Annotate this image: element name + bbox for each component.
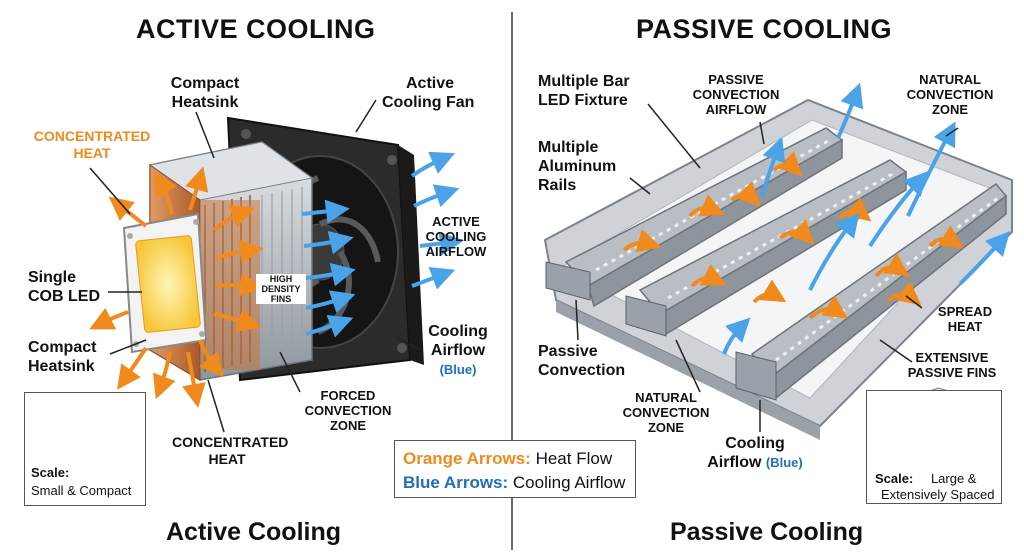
legend-orange-row: Orange Arrows: Heat Flow [403,449,612,469]
scale-value: Large & [930,471,977,486]
passive-fins [545,261,777,401]
label-line: Convection [538,362,626,379]
label-single-cob-led: Single COB LED [28,268,100,306]
label-line: Airflow [707,454,762,471]
label-line: Cooling [428,323,488,340]
label-extensive-passive-fins: EXTENSIVE PASSIVE FINS [900,350,1004,380]
label-line: CONCENTRATED [33,128,151,144]
label-line: AIRFLOW [425,244,487,259]
label-active-cooling-airflow: ACTIVE COOLING AIRFLOW [416,214,496,259]
passive-cooling-footer: Passive Cooling [670,518,864,546]
legend-blue-key: Blue Arrows: [403,473,509,492]
scale-value: Extensively Spaced [881,487,995,502]
label-multiple-aluminum-rails: Multiple Aluminum Rails [538,138,616,195]
label-line: Multiple [538,139,599,156]
active-cooling-footer: Active Cooling [166,518,342,546]
label-line: Cooling Fan [382,94,475,111]
label-cooling-airflow-right: Cooling Airflow (Blue) [700,434,810,472]
label-passive-convection: Passive Convection [538,342,625,380]
legend-orange-value: Heat Flow [535,449,613,468]
scale-label: Scale: [875,471,914,486]
scale-box-left: Scale: Small & Compact [24,392,146,506]
label-line: Heatsink [171,94,239,111]
label-line: PASSIVE FINS [907,365,997,380]
label-line: HEAT [208,451,246,467]
label-line: COOLING [425,229,487,244]
label-line: ZONE [931,102,969,117]
label-line: COB LED [28,288,100,305]
cooling-airflow-arrows-left [301,151,464,338]
legend-blue-row: Blue Arrows: Cooling Airflow [403,473,625,493]
scale-value: Small & Compact [31,483,132,498]
label-line: CONCENTRATED [172,434,289,450]
label-concentrated-heat-low: CONCENTRATED HEAT [172,434,289,468]
label-line: HEAT [73,145,111,161]
label-natural-convection-zone-top: NATURAL CONVECTION ZONE [900,72,1000,117]
label-high-density-fins: HIGH DENSITY FINS [256,274,306,304]
label-line: PASSIVE [708,72,764,87]
label-line: Airflow [430,342,486,359]
label-line: Compact [170,75,240,92]
label-line: CONVECTION [692,87,780,102]
label-line: Heatsink [28,358,95,375]
label-concentrated-heat-top: CONCENTRATED HEAT [22,128,162,162]
label-line: Single [28,269,77,286]
label-line: LED Fixture [538,92,628,109]
label-line: Passive [538,343,598,360]
label-line: EXTENSIVE [915,350,989,365]
leader-lines-right [575,103,959,432]
label-multiple-bar-fixture: Multiple Bar LED Fixture [538,72,630,110]
label-line: Compact [28,339,97,356]
label-line: SPREAD [937,304,993,319]
label-active-cooling-fan: Active Cooling Fan [382,74,474,112]
label-cooling-airflow-left: Cooling Airflow (Blue) [420,322,496,379]
label-spread-heat: SPREAD HEAT [930,304,1000,334]
label-line: CONVECTION [622,405,710,420]
label-line: HEAT [947,319,983,334]
label-line: CONVECTION [906,87,994,102]
label-line: DENSITY [261,284,301,294]
label-line: Active [406,75,455,92]
label-line: Aluminum [538,158,617,175]
label-forced-convection-zone: FORCED CONVECTION ZONE [300,388,396,433]
cooling-airflow-arrows-right [722,82,1011,355]
label-line: ZONE [647,420,685,435]
label-compact-heatsink-top: Compact Heatsink [150,74,260,112]
label-line: NATURAL [919,72,981,87]
scale-box-right: Scale: Large & Extensively Spaced [866,390,1002,504]
passive-cooling-title: PASSIVE COOLING [636,14,893,44]
label-line: Rails [538,177,577,194]
label-line: NATURAL [635,390,697,405]
label-compact-heatsink-low: Compact Heatsink [28,338,96,376]
label-line: ACTIVE [432,214,480,229]
scale-label: Scale: [31,465,70,480]
label-line: Cooling [725,435,785,452]
label-line: FORCED [320,388,376,403]
active-cooling-illustration [41,99,464,458]
active-cooling-title: ACTIVE COOLING [136,14,376,44]
legend-blue-value: Cooling Airflow [512,473,626,492]
cob-led-graphic [122,212,208,354]
leader-lines-left [89,99,421,433]
label-line: Multiple Bar [538,73,630,90]
label-line: AIRFLOW [705,102,767,117]
label-passive-convection-airflow: PASSIVE CONVECTION AIRFLOW [686,72,786,117]
legend-orange-key: Orange Arrows: [403,449,531,468]
led-strips [595,138,999,362]
label-line: (Blue) [765,455,803,470]
label-line: ZONE [329,418,367,433]
label-line: CONVECTION [304,403,392,418]
label-natural-convection-zone-low: NATURAL CONVECTION ZONE [616,390,716,435]
scale-text: Scale: Large & [875,471,976,486]
label-line: (Blue) [439,362,477,377]
label-line: HIGH [269,274,293,284]
label-line: FINS [270,294,292,304]
heat-flow-arrows-left [89,166,264,408]
arrow-legend: Orange Arrows: Heat Flow Blue Arrows: Co… [394,440,636,498]
